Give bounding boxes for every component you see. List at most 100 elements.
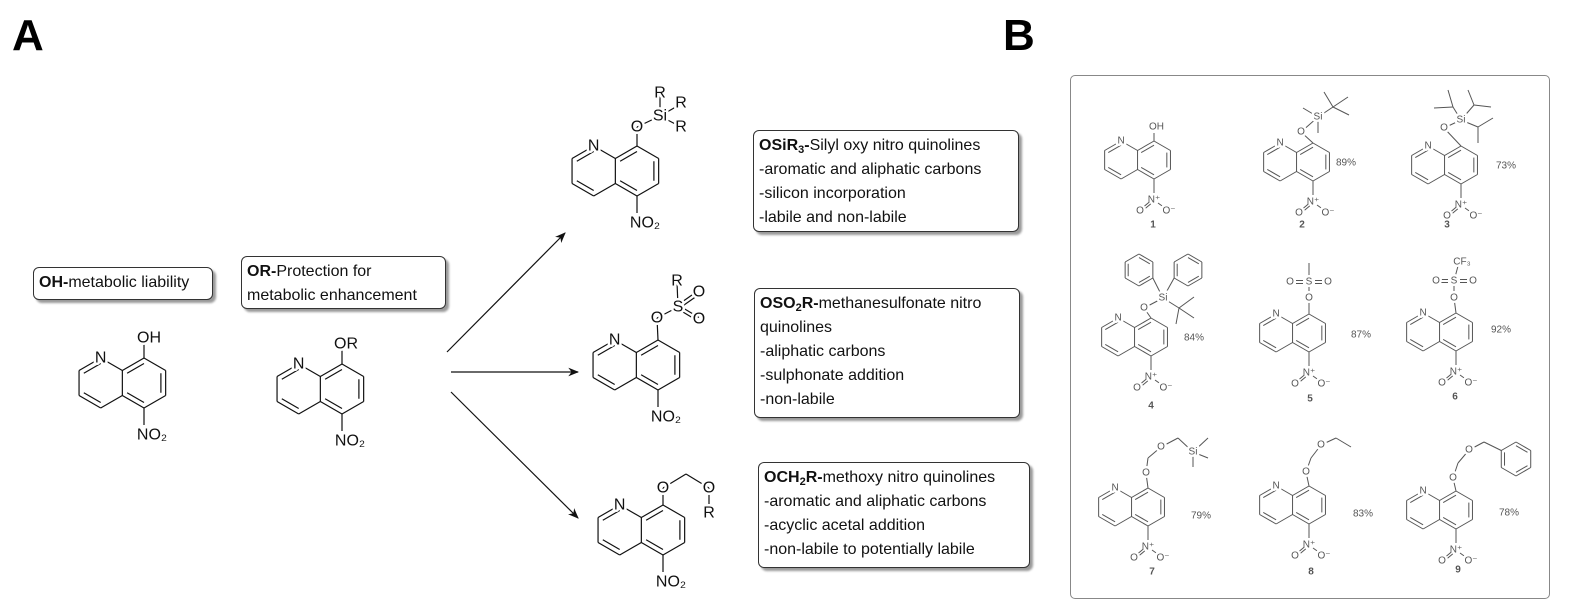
bond <box>1468 441 1485 451</box>
double-bond <box>640 344 659 356</box>
double-bond <box>1449 206 1457 213</box>
nitro-o-minus-label: O⁻ <box>1469 211 1482 222</box>
double-bond <box>678 304 700 318</box>
atom-label: O <box>631 119 643 136</box>
yield-label: 83% <box>1353 509 1373 520</box>
double-bond <box>83 392 101 404</box>
double-bond <box>645 509 664 521</box>
bond <box>341 400 364 415</box>
bond <box>615 145 638 160</box>
bond <box>614 339 637 354</box>
atom-label: O <box>1302 467 1310 478</box>
double-bond <box>1140 144 1155 154</box>
nitro-o-label: O <box>1291 379 1299 390</box>
nitro-n-label: N⁺ <box>1148 195 1161 206</box>
bond <box>276 363 299 378</box>
bond <box>636 339 659 354</box>
nitro-label: NO₂ <box>335 433 365 450</box>
yield-label: 79% <box>1191 511 1211 522</box>
ring-nitrogen: N <box>609 332 621 349</box>
bond <box>1452 462 1459 479</box>
bond <box>1104 140 1122 151</box>
ring-nitrogen: N <box>1276 138 1283 149</box>
atom-label: Si <box>1457 115 1466 126</box>
double-bond <box>281 368 299 380</box>
nitro-label: NO₂ <box>651 409 681 426</box>
nitro-o-minus-label: O⁻ <box>1464 378 1477 389</box>
nitro-o-minus-label: O⁻ <box>1159 383 1172 394</box>
atom-label: S <box>673 299 684 316</box>
bond <box>636 145 659 160</box>
bond <box>1192 437 1209 453</box>
nitro-o-label: O <box>1295 208 1303 219</box>
bond <box>1178 296 1195 309</box>
bond <box>1308 485 1326 496</box>
atom-label: O <box>1140 303 1148 314</box>
bond <box>571 182 594 197</box>
double-bond <box>324 398 343 410</box>
double-bond <box>324 368 343 380</box>
bond <box>1305 457 1312 473</box>
bond <box>636 182 659 197</box>
double-bond <box>1303 205 1311 212</box>
bond <box>1275 342 1293 353</box>
bond <box>1439 490 1457 501</box>
bond <box>298 400 321 415</box>
double-bond <box>1137 321 1152 331</box>
double-bond <box>83 362 101 374</box>
double-bond <box>1415 149 1429 159</box>
double-bond <box>1138 550 1146 557</box>
double-bond <box>1137 343 1152 353</box>
double-bond <box>1442 516 1457 526</box>
bond <box>1275 514 1293 525</box>
double-bond <box>1444 551 1452 558</box>
bond <box>1406 341 1424 352</box>
class-box-line: -acyclic acetal addition <box>764 517 925 534</box>
double-bond <box>1295 511 1310 521</box>
class-box-subtitle: methanesulfonate nitro <box>818 295 982 312</box>
oh-liability-box: OH-metabolic liability <box>33 267 213 300</box>
bond <box>1406 519 1424 530</box>
arrow-to-silyl <box>446 232 566 353</box>
yield-label: 73% <box>1496 161 1516 172</box>
bond <box>1098 487 1116 498</box>
atom-label: O <box>1440 123 1448 134</box>
nitro-n-label: N⁺ <box>1303 540 1316 551</box>
double-bond <box>1138 275 1151 283</box>
or-box-bold: OR- <box>247 263 277 280</box>
bond <box>641 541 664 556</box>
double-bond <box>1263 511 1277 521</box>
bond <box>1279 142 1297 153</box>
bond <box>659 103 682 117</box>
atom-label: Si <box>1189 447 1198 458</box>
bond <box>657 376 680 391</box>
bond <box>1173 253 1189 263</box>
bond <box>1455 519 1473 530</box>
bond <box>619 541 642 556</box>
nitro-label: NO₂ <box>630 215 660 232</box>
bond <box>1332 96 1349 108</box>
class-box-line: -non-labile <box>760 391 835 408</box>
double-bond <box>1295 317 1310 327</box>
class-box-title: OSiR3- <box>759 137 810 156</box>
silyl-class-box: OSiR3-Silyl oxy nitro quinolines -aromat… <box>753 130 1019 232</box>
yield-label: 78% <box>1499 508 1519 519</box>
bond <box>1439 312 1457 323</box>
bond <box>1259 485 1277 496</box>
bond <box>1275 485 1293 496</box>
bond <box>1162 277 1175 299</box>
compound-number: 3 <box>1444 220 1450 231</box>
bond <box>1177 437 1194 453</box>
bond <box>1477 117 1494 128</box>
compound-number: 7 <box>1149 567 1155 578</box>
double-bond <box>676 308 698 322</box>
bond <box>1151 549 1160 556</box>
bond <box>1444 145 1462 156</box>
double-bond <box>602 539 620 551</box>
bond <box>78 357 101 372</box>
double-bond <box>126 362 145 374</box>
double-bond <box>597 374 615 386</box>
compound-number: 4 <box>1148 401 1154 412</box>
atom-label: R <box>703 505 715 522</box>
